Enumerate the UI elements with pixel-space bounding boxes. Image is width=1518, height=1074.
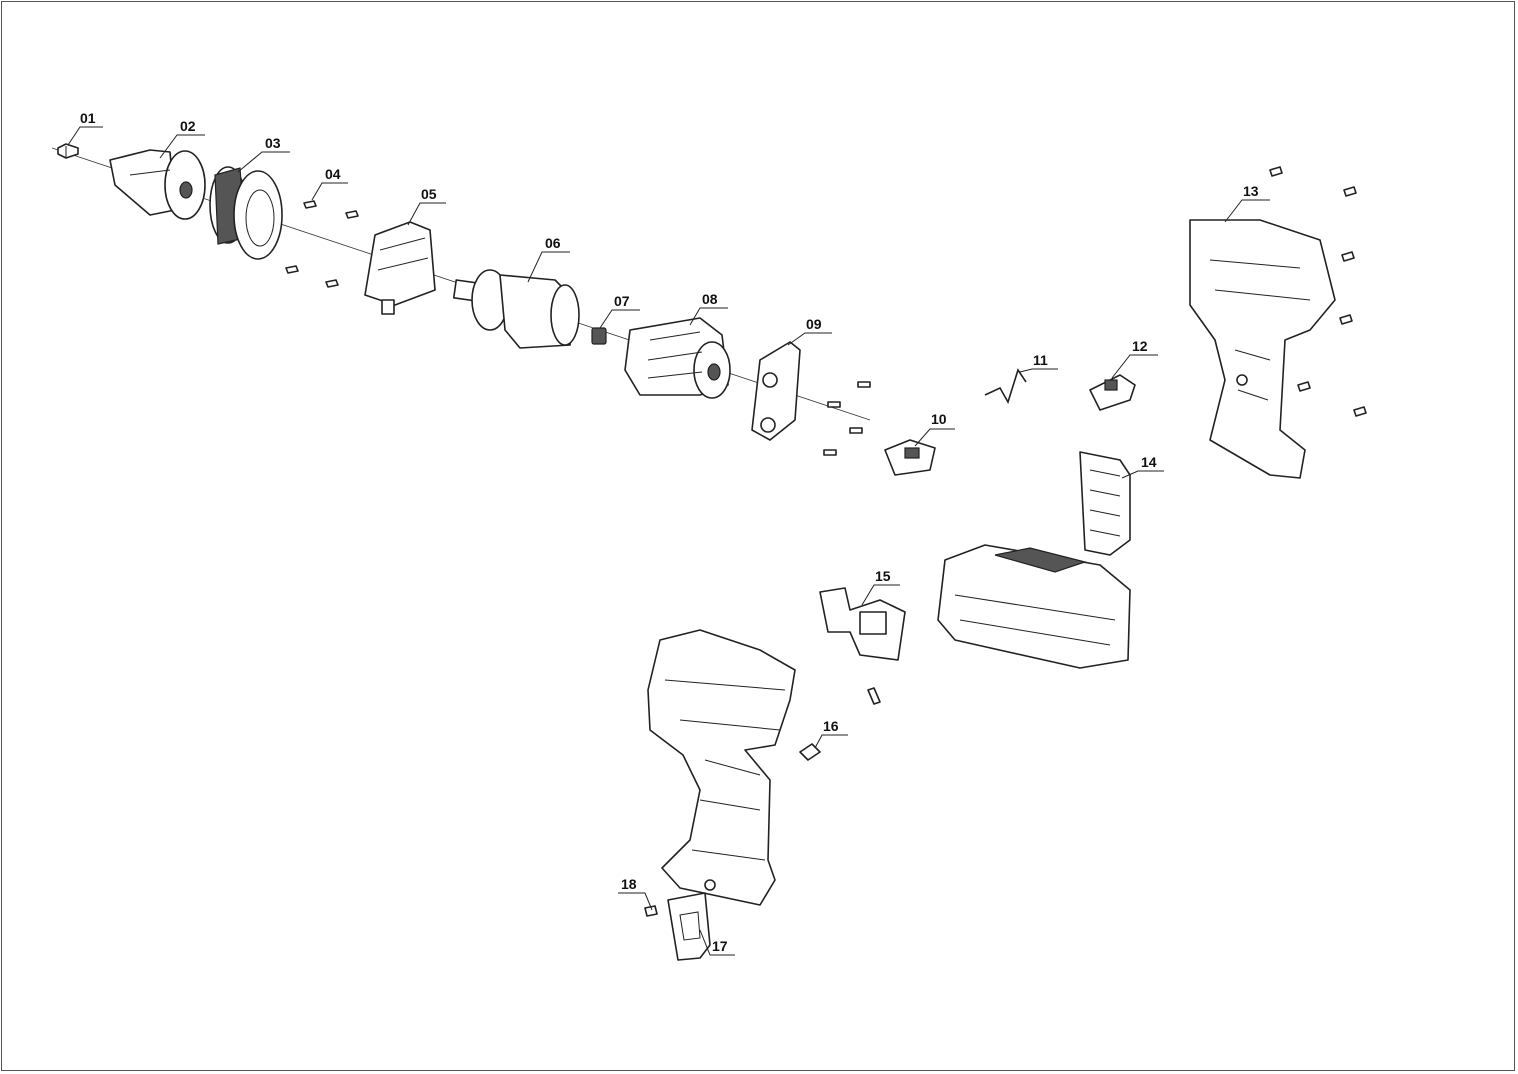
- part-05-gear-cover: [364, 221, 436, 315]
- part-03-torque-ring: [209, 166, 283, 260]
- label-16: 16: [823, 718, 839, 734]
- callout-03: 03: [237, 135, 290, 173]
- callout-13: 13: [1224, 183, 1270, 223]
- part-13-housing-half-right: [1189, 219, 1336, 479]
- label-03: 03: [265, 135, 281, 151]
- label-08: 08: [702, 291, 718, 307]
- label-11: 11: [1033, 352, 1048, 368]
- callout-17: 17: [699, 929, 735, 956]
- label-14: 14: [1141, 454, 1157, 470]
- part-04-screws: [285, 200, 359, 288]
- callout-18: 18: [618, 876, 653, 911]
- housing-screws-right: [1269, 166, 1367, 417]
- callout-10: 10: [914, 411, 955, 447]
- label-02: 02: [180, 118, 196, 134]
- part-01-chuck-screw: [57, 143, 79, 159]
- part-18-clip-screw: [644, 905, 658, 917]
- part-06-gearbox: [452, 269, 580, 349]
- label-12: 12: [1132, 338, 1148, 354]
- label-10: 10: [931, 411, 947, 427]
- housing-screws-left: [823, 381, 871, 456]
- callout-06: 06: [527, 235, 570, 283]
- part-02-keyless-chuck: [109, 149, 206, 220]
- part-17-belt-clip: [667, 892, 711, 961]
- housing-half-left: [647, 629, 796, 906]
- callout-07: 07: [599, 293, 640, 329]
- label-01: 01: [80, 110, 96, 126]
- label-05: 05: [421, 186, 437, 202]
- callout-15: 15: [861, 568, 900, 606]
- label-07: 07: [614, 293, 630, 309]
- callout-14: 14: [1121, 454, 1164, 479]
- part-07-pinion-gear: [591, 327, 607, 345]
- part-11-spring: [984, 368, 1027, 404]
- callout-09: 09: [787, 316, 832, 346]
- label-04: 04: [325, 166, 341, 182]
- callout-11: 11: [1019, 352, 1058, 373]
- part-12-slider: [1089, 374, 1136, 411]
- part-16-led: [799, 687, 881, 761]
- callout-02: 02: [159, 118, 205, 159]
- part-10-direction-switch: [884, 439, 936, 476]
- callout-12: 12: [1111, 338, 1158, 379]
- part-15-trigger-switch: [819, 587, 906, 661]
- label-06: 06: [545, 235, 561, 251]
- part-14-terminal-block: [1079, 451, 1131, 556]
- callout-05: 05: [407, 186, 446, 226]
- callout-04: 04: [311, 166, 348, 201]
- battery-pack: [937, 544, 1131, 669]
- label-15: 15: [875, 568, 891, 584]
- label-17: 17: [712, 938, 728, 954]
- callout-01: 01: [67, 110, 103, 146]
- callout-08: 08: [689, 291, 728, 326]
- part-09-end-cap: [751, 341, 801, 441]
- part-08-motor: [624, 317, 731, 399]
- callout-16: 16: [814, 718, 848, 749]
- label-13: 13: [1243, 183, 1259, 199]
- label-18: 18: [621, 876, 637, 892]
- label-09: 09: [806, 316, 822, 332]
